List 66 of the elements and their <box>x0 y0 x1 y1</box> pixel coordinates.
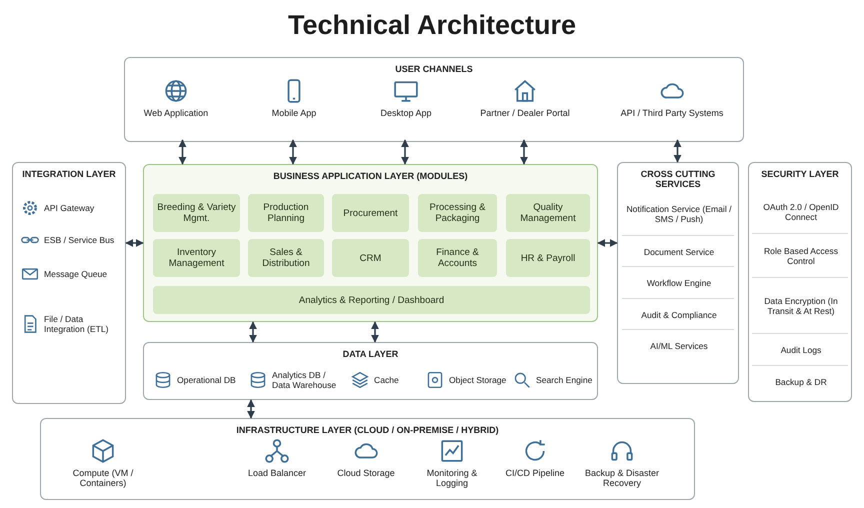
module-tile: HR & Payroll <box>506 239 590 277</box>
layer-panel <box>40 418 695 500</box>
double-arrow <box>371 321 379 343</box>
double-arrow <box>597 239 618 247</box>
item-label: Compute (VM / Containers) <box>72 468 134 488</box>
module-tile: Finance & Accounts <box>418 239 497 277</box>
layer-title: INTEGRATION LAYER <box>22 169 116 179</box>
item-label: Object Storage <box>449 375 506 385</box>
layer-title: CROSS CUTTING SERVICES <box>640 169 716 189</box>
service-label: Audit Logs <box>780 345 822 355</box>
service-label: Role Based Access Control <box>762 246 840 266</box>
layer-panel <box>143 164 598 322</box>
module-tile: Procurement <box>332 194 409 232</box>
item-label: Backup & Disaster Recovery <box>584 468 660 488</box>
item-label: File / Data Integration (ETL) <box>44 314 110 334</box>
service-label: OAuth 2.0 / OpenID Connect <box>762 202 840 222</box>
module-tile: Production Planning <box>248 194 324 232</box>
service-label: Data Encryption (In Transit & At Rest) <box>763 296 839 316</box>
item-label: Partner / Dealer Portal <box>480 108 570 118</box>
item-label: Cache <box>374 375 399 385</box>
service-label: Workflow Engine <box>646 278 712 288</box>
layer-panel <box>617 162 739 384</box>
layer-panel <box>12 162 126 404</box>
item-label: ESB / Service Bus <box>44 235 114 245</box>
item-label: CI/CD Pipeline <box>505 468 565 478</box>
double-arrow <box>401 139 409 165</box>
double-arrow <box>520 139 528 165</box>
layer-title: USER CHANNELS <box>395 64 473 74</box>
item-label: Search Engine <box>536 375 592 385</box>
double-arrow <box>247 399 255 419</box>
item-label: Mobile App <box>272 108 316 118</box>
item-label: Web Application <box>144 108 208 118</box>
service-label: Document Service <box>644 247 714 257</box>
item-label: Message Queue <box>44 269 108 279</box>
double-arrow <box>125 239 144 247</box>
double-arrow <box>249 321 257 343</box>
module-tile: Quality Management <box>506 194 590 232</box>
double-arrow <box>178 139 186 165</box>
module-tile: Analytics & Reporting / Dashboard <box>153 286 590 314</box>
module-tile: Inventory Management <box>153 239 240 277</box>
layer-title: DATA LAYER <box>342 349 398 359</box>
item-label: Cloud Storage <box>337 468 395 478</box>
item-label: Load Balancer <box>248 468 306 478</box>
item-label: API Gateway <box>44 203 94 213</box>
item-label: Analytics DB / Data Warehouse <box>272 370 338 390</box>
service-label: AI/ML Services <box>650 341 708 351</box>
service-label: Audit & Compliance <box>641 310 717 320</box>
module-tile: Sales & Distribution <box>248 239 324 277</box>
diagram-title: Technical Architecture <box>288 10 576 40</box>
item-label: Operational DB <box>177 375 236 385</box>
layer-title: SECURITY LAYER <box>761 169 839 179</box>
item-label: API / Third Party Systems <box>620 108 724 118</box>
layer-panel <box>143 342 598 400</box>
module-tile: CRM <box>332 239 409 277</box>
layer-panel <box>124 57 744 142</box>
item-label: Monitoring & Logging <box>426 468 478 488</box>
double-arrow <box>674 139 682 163</box>
module-tile: Breeding & Variety Mgmt. <box>153 194 240 232</box>
service-label: Backup & DR <box>775 377 827 387</box>
layer-title: INFRASTRUCTURE LAYER (CLOUD / ON-PREMISE / HYBRID) <box>236 425 499 435</box>
double-arrow <box>289 139 297 165</box>
service-label: Notification Service (Email / SMS / Push) <box>625 204 733 224</box>
layer-title: BUSINESS APPLICATION LAYER (MODULES) <box>273 171 468 181</box>
layer-panel <box>748 162 852 402</box>
module-tile: Processing & Packaging <box>418 194 497 232</box>
item-label: Desktop App <box>380 108 432 118</box>
